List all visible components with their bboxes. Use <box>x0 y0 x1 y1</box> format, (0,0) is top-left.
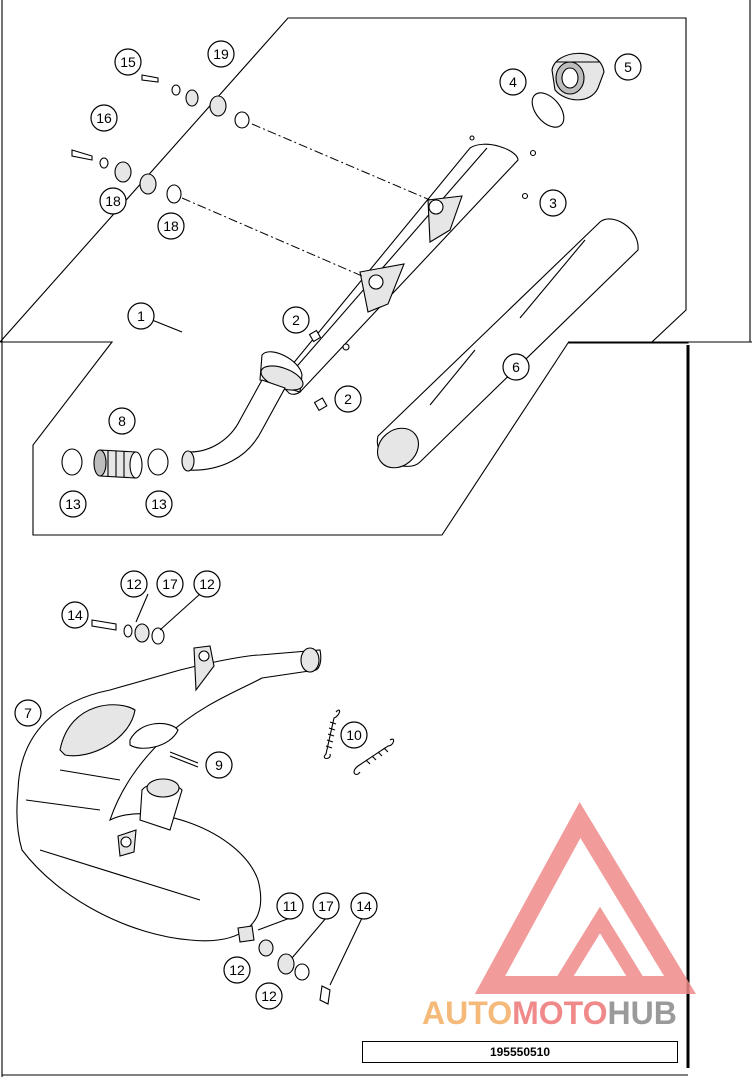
svg-text:19: 19 <box>213 46 229 62</box>
hardware-row-top <box>141 74 250 129</box>
o-ring-part <box>531 92 565 128</box>
svg-text:12: 12 <box>261 988 277 1004</box>
shim-part <box>169 751 199 768</box>
watermark-moto: MOTO <box>512 995 607 1031</box>
callout-7: 7 <box>14 699 42 727</box>
svg-text:7: 7 <box>24 705 32 721</box>
callout-18a: 18 <box>99 187 127 215</box>
svg-text:18: 18 <box>163 218 179 234</box>
svg-text:1: 1 <box>137 308 145 324</box>
seal-ring-13b <box>147 448 169 476</box>
callout-4: 4 <box>499 68 527 96</box>
watermark-logo <box>474 801 696 994</box>
svg-text:12: 12 <box>199 576 215 592</box>
svg-text:17: 17 <box>318 898 334 914</box>
callout-12b: 12 <box>193 570 221 598</box>
sleeve-part <box>93 449 143 479</box>
svg-text:10: 10 <box>346 727 362 743</box>
svg-text:15: 15 <box>120 54 136 70</box>
callout-2b: 2 <box>334 385 362 413</box>
callout-12a: 12 <box>120 570 148 598</box>
callout-14b: 14 <box>350 892 378 920</box>
callout-18b: 18 <box>157 212 185 240</box>
svg-text:12: 12 <box>126 576 142 592</box>
silencer-shell-part <box>376 218 639 469</box>
svg-text:17: 17 <box>162 576 178 592</box>
callout-17b: 17 <box>312 892 340 920</box>
screw-part-2b <box>313 397 328 412</box>
hardware-row-middle <box>71 149 182 204</box>
svg-text:13: 13 <box>65 496 81 512</box>
watermark-text: AUTOMOTOHUB <box>422 995 677 1031</box>
callout-9: 9 <box>205 751 233 779</box>
callout-2a: 2 <box>282 306 310 334</box>
seal-ring-13a <box>61 448 83 476</box>
callout-11: 11 <box>276 892 304 920</box>
svg-text:9: 9 <box>215 757 223 773</box>
hardware-row-lower <box>91 619 165 645</box>
end-cap-part <box>551 52 605 101</box>
spring-part-b <box>353 738 395 775</box>
svg-text:2: 2 <box>292 312 300 328</box>
svg-text:12: 12 <box>229 962 245 978</box>
svg-text:11: 11 <box>283 898 298 914</box>
part-number-label: 195550510 <box>362 1041 678 1063</box>
callout-14a: 14 <box>61 601 89 629</box>
screw-part-2a <box>308 329 322 343</box>
callout-15: 15 <box>114 48 142 76</box>
svg-text:14: 14 <box>356 898 372 914</box>
callout-5: 5 <box>614 53 642 81</box>
watermark-auto: AUTO <box>422 995 512 1031</box>
callout-17a: 17 <box>156 570 184 598</box>
callout-19: 19 <box>207 40 235 68</box>
callout-13a: 13 <box>59 490 87 518</box>
svg-text:8: 8 <box>118 413 126 429</box>
svg-text:16: 16 <box>96 110 112 126</box>
callout-12d: 12 <box>255 982 283 1010</box>
svg-text:3: 3 <box>549 195 557 211</box>
svg-text:18: 18 <box>105 193 121 209</box>
spring-part-a <box>323 709 341 760</box>
callout-16: 16 <box>90 104 118 132</box>
callout-8: 8 <box>108 407 136 435</box>
callout-1: 1 <box>127 302 155 330</box>
watermark-hub: HUB <box>607 995 676 1031</box>
svg-text:4: 4 <box>509 74 517 90</box>
callout-13b: 13 <box>145 490 173 518</box>
callout-6: 6 <box>502 353 530 381</box>
exhaust-pipe-part <box>16 645 322 942</box>
svg-text:13: 13 <box>151 496 167 512</box>
hardware-bottom <box>237 925 331 1005</box>
svg-text:2: 2 <box>344 391 352 407</box>
silencer-body-part <box>181 135 537 472</box>
svg-text:6: 6 <box>512 359 520 375</box>
svg-text:14: 14 <box>67 607 83 623</box>
svg-text:5: 5 <box>624 59 632 75</box>
callout-12c: 12 <box>223 956 251 984</box>
callout-3: 3 <box>539 189 567 217</box>
callout-10: 10 <box>340 721 368 749</box>
